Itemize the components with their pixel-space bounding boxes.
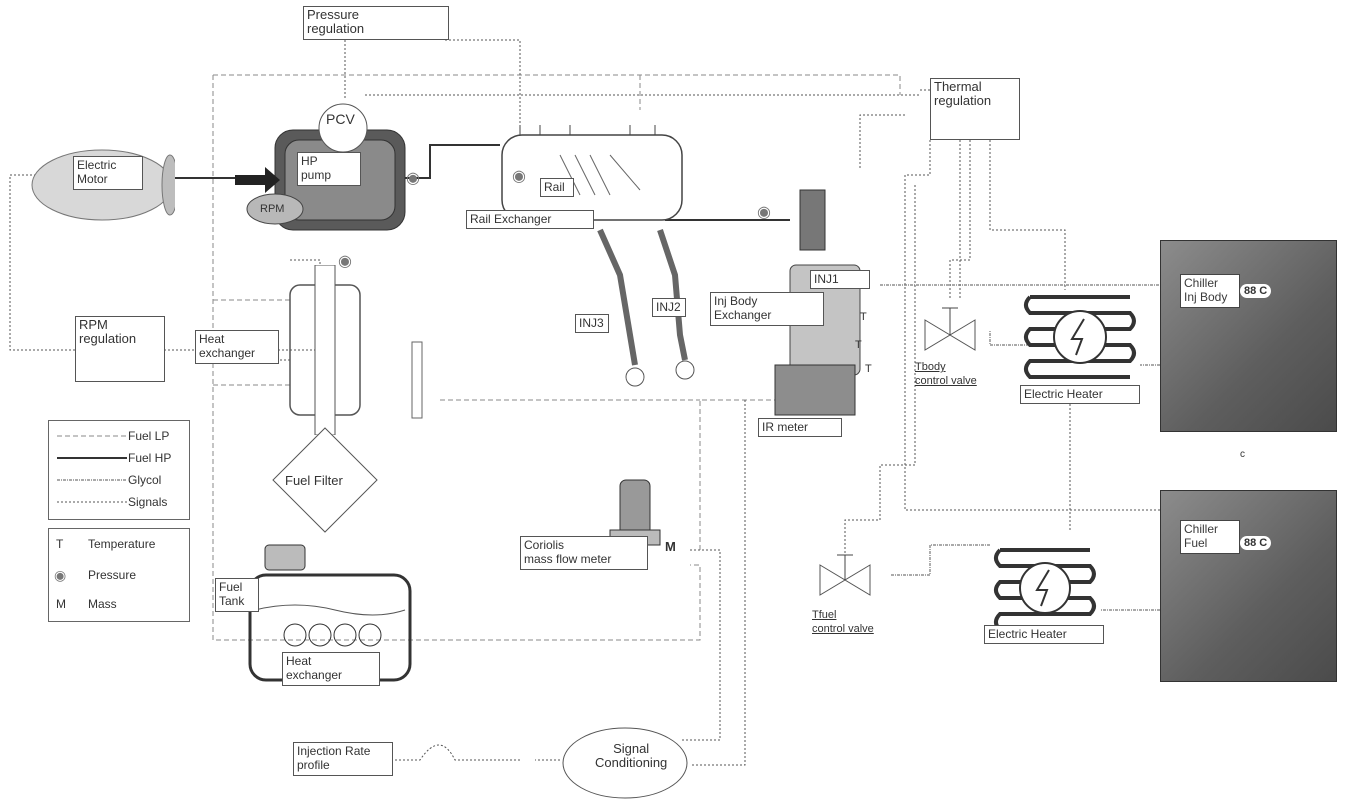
temp-t3: T <box>865 363 872 375</box>
tbody-valve-label: Tbody control valve <box>915 361 977 387</box>
fuel-tank-shape <box>248 544 412 682</box>
pcv-circle <box>318 103 368 153</box>
rail-exchanger-label: Rail Exchanger <box>466 210 594 229</box>
pressure-regulation-box: Pressure regulation <box>303 6 449 40</box>
legend-temp-symbol: T <box>56 537 64 551</box>
lp-line-left-bottom <box>212 75 701 641</box>
chiller-fuel-unit <box>1160 490 1337 682</box>
electric-heater-2-label: Electric Heater <box>984 625 1104 644</box>
fuel-valve-label: Tfuel control valve <box>812 609 874 635</box>
chiller-fuel-label: Chiller Fuel <box>1180 520 1240 554</box>
pcv-label: PCV <box>326 111 355 127</box>
legend-fuel-lp: Fuel LP <box>128 429 170 443</box>
legend-pressure-icon: ◉ <box>54 567 67 583</box>
legend-fuel-hp: Fuel HP <box>128 451 172 465</box>
stray-c: c <box>1240 449 1245 460</box>
rpm-regulation-box: RPM regulation <box>75 316 165 382</box>
electric-heater-1-shape <box>1024 295 1136 379</box>
pressure-icon: ◉ <box>406 170 420 187</box>
legend-signals: Signals <box>128 495 168 509</box>
filter-pressure-icon: ◉ <box>338 253 352 270</box>
ir-meter-label: IR meter <box>758 418 842 437</box>
fuel-valve-shape <box>819 554 871 596</box>
rpm-sensor-label: RPM <box>260 203 285 215</box>
rail-label: Rail <box>540 178 574 197</box>
signal-conditioning-shape <box>562 727 688 799</box>
temp-t1: T <box>860 311 867 323</box>
legend-pressure: Pressure <box>88 568 137 582</box>
inj1-label: INJ1 <box>810 270 870 289</box>
chiller-injbody-display: 88 C <box>1240 284 1272 298</box>
legend-symbols-box <box>48 528 190 622</box>
fuel-filter-shape <box>272 427 378 533</box>
signal-conditioning-label: Signal Conditioning <box>595 741 668 770</box>
lp-line-top <box>213 74 901 95</box>
electric-heater-1-label: Electric Heater <box>1020 385 1140 404</box>
legend-glycol: Glycol <box>128 473 162 487</box>
heat-exchanger-top-label: Heat exchanger <box>195 330 279 364</box>
legend-line-samples <box>57 435 127 503</box>
coriolis-label: Coriolis mass flow meter <box>520 536 648 570</box>
fuel-tank-label: Fuel Tank <box>215 578 259 612</box>
chiller-injbody-label: Chiller Inj Body <box>1180 274 1240 308</box>
hp-pump-label: HP pump <box>297 152 361 186</box>
injectors-2-3 <box>597 228 695 387</box>
mass-symbol: M <box>665 539 676 554</box>
legend-temperature: Temperature <box>88 537 156 551</box>
sight-glass <box>411 341 423 419</box>
heat-exchanger-bottom-label: Heat exchanger <box>282 652 380 686</box>
electric-heater-2-shape <box>994 548 1096 632</box>
chiller-injbody-unit <box>1160 240 1337 432</box>
heat-exchanger-top-shape <box>289 265 361 435</box>
temp-t2: T <box>855 339 862 351</box>
inj3-label: INJ3 <box>575 314 609 333</box>
inj-body-exchanger-label: Inj Body Exchanger <box>710 292 824 326</box>
injection-rate-profile-label: Injection Rate profile <box>293 742 393 776</box>
inj1-assembly <box>774 189 861 416</box>
hp-pump-to-rail <box>395 144 500 179</box>
fuel-filter-label: Fuel Filter <box>285 473 343 488</box>
rail-pressure-icon: ◉ <box>512 168 526 185</box>
chiller-fuel-display: 88 C <box>1240 536 1272 550</box>
inj2-label: INJ2 <box>652 298 686 317</box>
legend-lines-box <box>48 420 190 520</box>
thermal-regulation-box: Thermal regulation <box>930 78 1020 140</box>
legend-mass: Mass <box>88 597 117 611</box>
tbody-valve-shape <box>924 307 976 351</box>
rpm-sensor <box>246 193 304 225</box>
inj1-pressure-icon: ◉ <box>757 204 771 221</box>
legend-mass-symbol: M <box>56 597 66 611</box>
electric-motor-label: Electric Motor <box>73 156 143 190</box>
